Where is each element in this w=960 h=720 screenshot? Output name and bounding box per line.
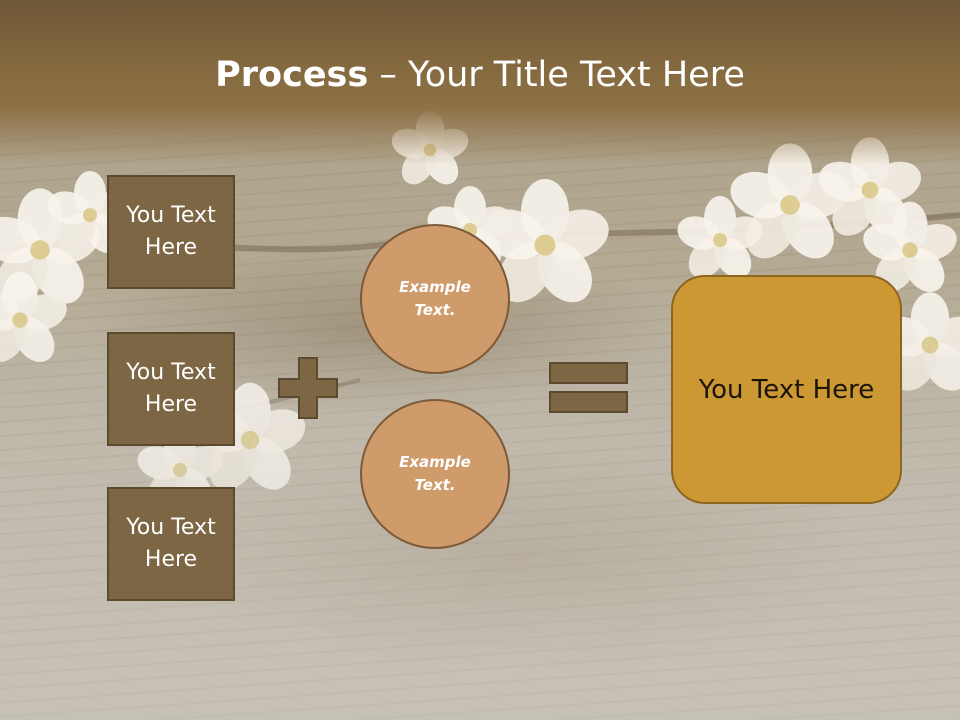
left-box-3[interactable]: You Text Here (107, 487, 235, 601)
example-circle-2[interactable]: Example Text. (360, 399, 510, 549)
title-bold: Process (215, 55, 369, 95)
left-box-1[interactable]: You Text Here (107, 175, 235, 289)
plus-icon (278, 357, 338, 419)
result-box[interactable]: You Text Here (671, 275, 902, 504)
example-circle-1[interactable]: Example Text. (360, 224, 510, 374)
slide-title: Process – Your Title Text Here (0, 52, 960, 98)
header-band (0, 0, 960, 165)
title-rest: – Your Title Text Here (368, 55, 745, 95)
equals-icon (549, 362, 628, 413)
left-box-2[interactable]: You Text Here (107, 332, 235, 446)
